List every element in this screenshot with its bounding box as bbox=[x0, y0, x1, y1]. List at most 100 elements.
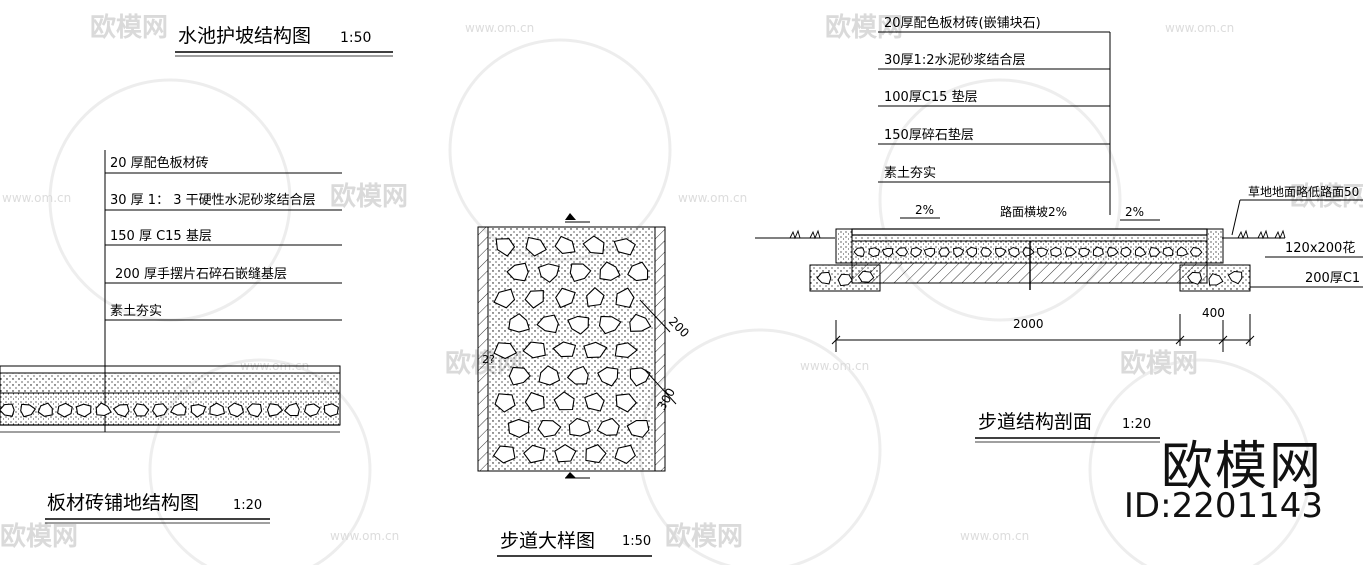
stone-shape bbox=[1148, 246, 1161, 257]
stone-shape bbox=[881, 247, 894, 258]
pebble-shape bbox=[493, 342, 518, 360]
stone-shape bbox=[1007, 246, 1020, 258]
pebble-shape bbox=[555, 287, 576, 309]
dim-400: 400 bbox=[1202, 306, 1225, 320]
pebble-shape bbox=[566, 365, 589, 385]
stone-shape bbox=[868, 247, 881, 258]
wm-url: www.om.cn bbox=[960, 529, 1029, 543]
pebble-shape bbox=[597, 366, 619, 387]
pebble-shape bbox=[599, 261, 621, 281]
pebble-shape bbox=[596, 417, 620, 436]
stone-shape bbox=[190, 404, 207, 418]
stone-shape bbox=[95, 402, 112, 417]
stone-shape bbox=[170, 402, 187, 416]
detail-dim-200: 200 bbox=[666, 314, 692, 340]
pebble-shape bbox=[584, 392, 605, 412]
pebble-shape bbox=[508, 313, 530, 333]
pebble-shape bbox=[508, 366, 531, 386]
pebble-shape bbox=[537, 419, 562, 438]
stone-shape bbox=[837, 273, 853, 287]
pebble-shape bbox=[524, 290, 544, 309]
wm-brand: 欧模网 bbox=[90, 12, 168, 43]
walkway-detail-scale: 1:50 bbox=[622, 534, 651, 549]
section-layer-label: 30厚1:2水泥砂浆结合层 bbox=[884, 53, 1025, 68]
pebble-shape bbox=[586, 287, 605, 307]
pebble-shape bbox=[613, 238, 636, 256]
pebble-shape bbox=[522, 341, 546, 359]
wm-url: www.om.cn bbox=[330, 529, 399, 543]
slope-center: 路面横坡2% bbox=[1000, 204, 1067, 219]
stone-shape bbox=[1187, 271, 1203, 285]
walkway-detail-drawing: 200 300 2? 步道大样图 1:50 bbox=[477, 213, 692, 557]
stone-shape bbox=[952, 247, 965, 258]
pebble-shape bbox=[583, 341, 608, 359]
stone-shape bbox=[923, 247, 936, 258]
grass-mark bbox=[1274, 229, 1286, 240]
pebble-shape bbox=[614, 444, 636, 465]
pebble-shape bbox=[614, 342, 638, 358]
stone-shape bbox=[1120, 246, 1132, 258]
stone-shape bbox=[0, 403, 15, 417]
stone-shape bbox=[895, 247, 909, 257]
stone-shape bbox=[1227, 270, 1243, 285]
pebble-shape bbox=[569, 263, 592, 283]
pebble-shape bbox=[626, 419, 650, 438]
slab-paving-scale: 1:20 bbox=[233, 498, 262, 513]
grass-mark bbox=[809, 229, 821, 240]
walkway-section-drawing: 20厚配色板材砖(嵌铺块石) 30厚1:2水泥砂浆结合层 100厚C15 垫层 … bbox=[755, 15, 1363, 443]
stone-shape bbox=[1176, 246, 1189, 257]
pool-layer-label: 200 厚手摆片石碎石嵌缝基层 bbox=[115, 267, 287, 282]
stone-shape bbox=[994, 247, 1007, 258]
pebble-shape bbox=[536, 314, 559, 334]
pebble-shape bbox=[615, 287, 635, 309]
pebble-shape bbox=[492, 445, 516, 464]
section-layer-label: 150厚碎石垫层 bbox=[884, 127, 974, 143]
stone-shape bbox=[75, 403, 92, 418]
pool-slope-title: 水池护坡结构图 bbox=[178, 25, 311, 47]
grass-mark bbox=[789, 229, 801, 240]
stone-shape bbox=[1106, 247, 1119, 257]
pebble-shape bbox=[493, 288, 516, 309]
stone-shape bbox=[910, 247, 923, 258]
pebble-shape bbox=[523, 444, 546, 464]
wm-brand: 欧模网 bbox=[1290, 181, 1363, 212]
stone-shape bbox=[227, 402, 245, 418]
pebble-shape bbox=[494, 393, 516, 413]
wm-url: www.om.cn bbox=[800, 359, 869, 373]
slab-paving-title: 板材砖铺地结构图 bbox=[47, 492, 199, 514]
pebble-shape bbox=[552, 341, 577, 358]
stone-shape bbox=[151, 403, 169, 418]
slope-left: 2% bbox=[915, 203, 934, 217]
stone-shape bbox=[133, 403, 150, 417]
stone-shape bbox=[209, 402, 226, 417]
walkway-section-scale: 1:20 bbox=[1122, 417, 1151, 432]
pebble-shape bbox=[627, 261, 649, 282]
pool-layer-label: 素土夯实 bbox=[110, 304, 162, 319]
wm-brand: 欧模网 bbox=[665, 521, 743, 552]
pebble-shape bbox=[507, 418, 530, 439]
stone-shape bbox=[112, 404, 130, 418]
stone-shape bbox=[1189, 246, 1203, 257]
stone-shape bbox=[283, 402, 300, 417]
curb-note: 120x200花 bbox=[1285, 240, 1355, 256]
stamp-brand: 欧模网 bbox=[1160, 437, 1323, 497]
pebble-shape bbox=[553, 391, 575, 411]
pebble-shape bbox=[598, 315, 622, 335]
section-layer-label: 20厚配色板材砖(嵌铺块石) bbox=[884, 15, 1041, 31]
wm-brand: 欧模网 bbox=[1120, 348, 1198, 379]
slope-right: 2% bbox=[1125, 205, 1144, 219]
stone-shape bbox=[938, 247, 950, 257]
walkway-detail-title: 步道大样图 bbox=[500, 530, 595, 552]
stone-shape bbox=[323, 403, 339, 417]
grass-note: 草地地面略低路面50 bbox=[1248, 184, 1359, 199]
pebble-shape bbox=[567, 315, 589, 335]
pebble-shape bbox=[615, 393, 638, 413]
watermark-layer: 欧模网 www.om.cn 欧模网 www.om.cn www.om.cn 欧模… bbox=[0, 12, 1363, 565]
pebble-shape bbox=[585, 444, 607, 464]
stone-shape bbox=[966, 246, 978, 258]
stone-shape bbox=[1162, 246, 1174, 257]
section-layer-label: 100厚C15 垫层 bbox=[884, 89, 978, 105]
stone-shape bbox=[1036, 247, 1049, 258]
